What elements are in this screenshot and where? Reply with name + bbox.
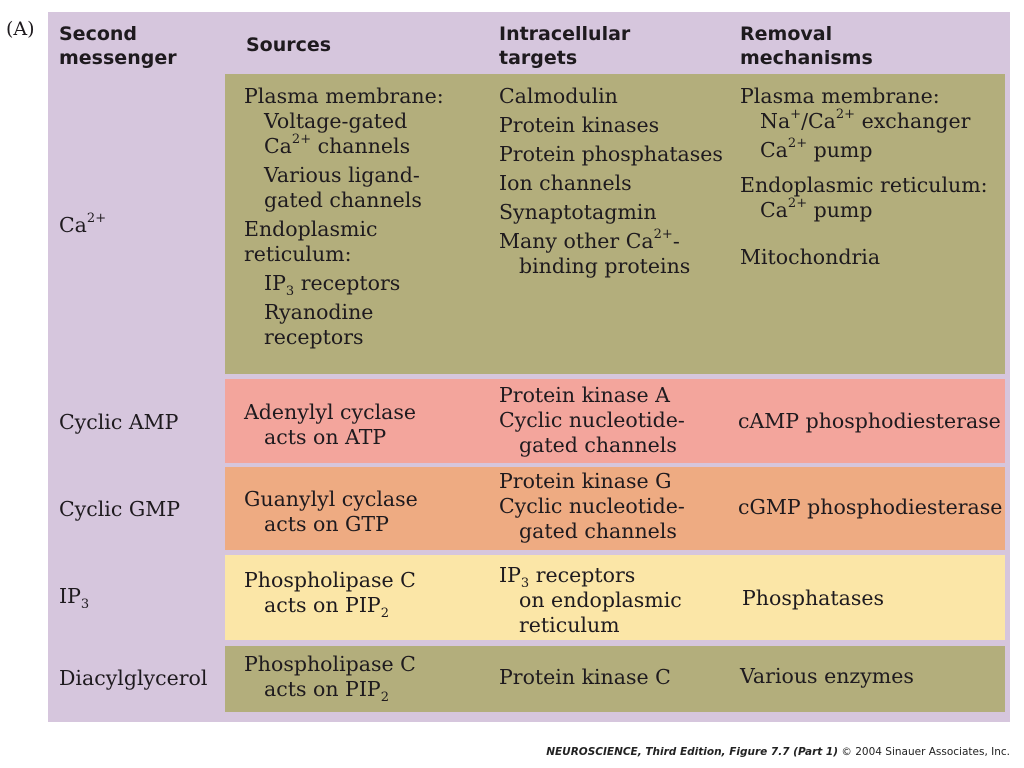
ca-removal: Plasma membrane: Na+/Ca2+ exchanger Ca2+… xyxy=(740,84,988,269)
camp-sources: Adenylyl cyclase acts on ATP xyxy=(244,400,417,449)
dag-sources: Phospholipase C acts on PIP2 xyxy=(244,652,416,706)
dag-targets: Protein kinase C xyxy=(499,665,671,689)
dag-removal: Various enzymes xyxy=(740,664,914,688)
camp-removal: cAMP phosphodiesterase xyxy=(738,409,1001,433)
figure-caption: NEUROSCIENCE, Third Edition, Figure 7.7 … xyxy=(546,746,1010,758)
caption-title: NEUROSCIENCE, Third Edition, Figure 7.7 … xyxy=(546,746,839,758)
dag-row-band xyxy=(225,646,1005,712)
ip3-row-band xyxy=(225,555,1005,640)
cgmp-sources: Guanylyl cyclase acts on GTP xyxy=(244,487,418,536)
ca-targets: Calmodulin Protein kinases Protein phosp… xyxy=(499,84,723,278)
caption-copyright: © 2004 Sinauer Associates, Inc. xyxy=(841,746,1010,758)
panel-label: (A) xyxy=(6,18,35,40)
cgmp-row-band xyxy=(225,467,1005,550)
messenger-cgmp: Cyclic GMP xyxy=(59,497,181,521)
messenger-ip3: IP3 xyxy=(59,584,90,613)
messenger-ca: Ca2+ xyxy=(59,211,107,237)
ca-row-band xyxy=(225,74,1005,374)
ca-sources: Plasma membrane: Voltage-gated Ca2+ chan… xyxy=(244,84,444,349)
cgmp-targets: Protein kinase G Cyclic nucleotide- gate… xyxy=(499,469,685,543)
messenger-camp: Cyclic AMP xyxy=(59,410,179,434)
ip3-removal: Phosphatases xyxy=(742,586,885,610)
header-sources: Sources xyxy=(246,34,332,56)
cgmp-removal: cGMP phosphodiesterase xyxy=(738,495,1003,519)
ip3-sources: Phospholipase C acts on PIP2 xyxy=(244,568,416,622)
messenger-diacylglycerol: Diacylglycerol xyxy=(59,666,208,690)
camp-targets: Protein kinase A Cyclic nucleotide- gate… xyxy=(499,383,685,457)
ip3-targets: IP3 receptors on endoplasmic reticulum xyxy=(499,563,682,637)
camp-row-band xyxy=(225,379,1005,463)
